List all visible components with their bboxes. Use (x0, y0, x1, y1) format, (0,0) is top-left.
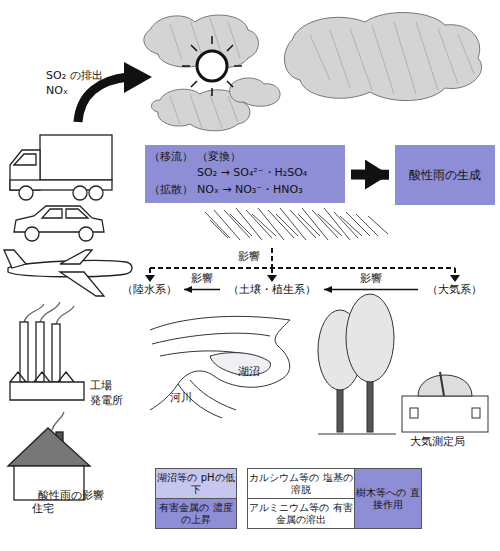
node-text: （陸水系） (122, 283, 177, 296)
node-text: アルミニウム等の 有害金属の溶出 (248, 502, 354, 526)
house-label: 住宅 (32, 503, 54, 516)
edge-label: 影響 (191, 273, 213, 286)
airplane (4, 250, 132, 296)
influence-label: 影響 (238, 251, 260, 264)
place-label: 湖沼 (238, 366, 260, 379)
node-text: カルシウム等の 塩基の溶脱 (248, 472, 354, 496)
influence-arrow (324, 289, 418, 290)
node-text: （土壌・植生系） (228, 283, 316, 296)
emission-label: NOₓ (46, 85, 68, 98)
system-node: （陸水系） (116, 281, 182, 298)
system-node: （土壌・植生系） (222, 281, 322, 298)
effect-box: アルミニウム等の 有害金属の溶出 (247, 498, 355, 529)
influence-arrow (184, 289, 220, 290)
node-text: NOₓ → NO₃⁻・HNO₃ (197, 183, 303, 196)
flow-arrow (351, 170, 389, 180)
node-text: 有害金属の 濃度の上昇 (156, 502, 236, 526)
cloud-group (144, 13, 482, 131)
system-node: （大気系） (420, 281, 488, 298)
rain (205, 208, 388, 240)
node-text: 樹木等への 直接作用 (355, 487, 421, 511)
node-text: 湖沼等の pHの低下 (156, 472, 236, 496)
effects-heading: 酸性雨の影響 (38, 490, 104, 503)
place-label: 河川 (170, 392, 192, 405)
edge-label: 影響 (360, 273, 382, 286)
process-box: （移流） （変換） SO₂ → SO₄²⁻・H₂SO₄ （拡散） NOₓ → NO₃⁻・… (145, 145, 345, 203)
observatory (402, 372, 488, 432)
node-text: （大気系） (427, 283, 482, 296)
effect-box: カルシウム等の 塩基の溶脱 (247, 468, 355, 499)
effect-box: 有害金属の 濃度の上昇 (155, 498, 237, 529)
facility-label: 工場 (90, 380, 112, 393)
node-text: SO₂ → SO₄²⁻・H₂SO₄ (197, 166, 307, 179)
effect-box: 湖沼等の pHの低下 (155, 468, 237, 499)
facility-label: 発電所 (90, 395, 123, 408)
effect-box: 樹木等への 直接作用 (354, 468, 422, 529)
node-text: 酸性雨の生成 (409, 168, 481, 182)
cloud-hatch (170, 18, 474, 128)
sun (182, 36, 242, 96)
node-text: （拡散） (149, 183, 193, 196)
house (8, 412, 90, 500)
station-label: 大気測定局 (410, 436, 465, 449)
emission-label: SO₂ の排出 (46, 70, 103, 83)
lake-river (150, 316, 290, 418)
factory (10, 302, 84, 400)
node-text: （変換） (197, 150, 241, 163)
trees (318, 294, 396, 434)
car (14, 206, 104, 241)
result-box: 酸性雨の生成 (395, 145, 495, 205)
node-text: （移流） (149, 150, 193, 163)
truck (10, 135, 112, 200)
